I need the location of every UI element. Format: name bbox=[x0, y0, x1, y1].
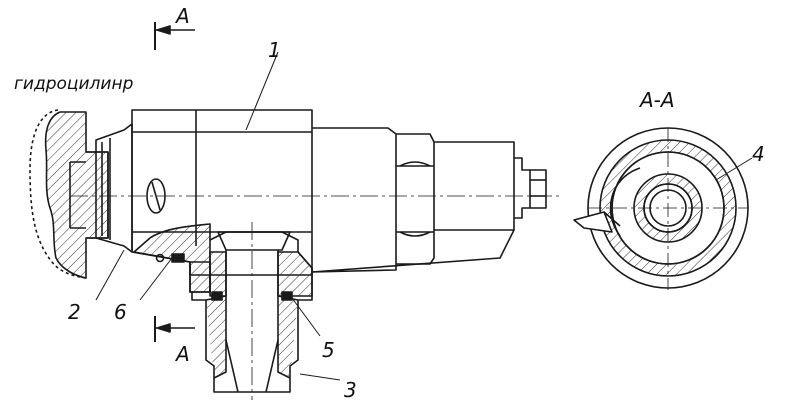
part-number-5: 5 bbox=[322, 338, 335, 362]
cylinder-label: гидроцилинр bbox=[14, 74, 134, 94]
leader-6 bbox=[139, 257, 173, 301]
leader-5 bbox=[291, 297, 321, 337]
part-number-1: 1 bbox=[268, 38, 281, 62]
hydraulic-cylinder bbox=[29, 109, 109, 279]
nose-thread bbox=[95, 123, 133, 253]
section-view-title: A-A bbox=[640, 88, 675, 112]
section-label-bottom: A bbox=[176, 342, 190, 366]
part-number-4: 4 bbox=[752, 142, 765, 166]
leader-3 bbox=[299, 373, 341, 381]
section-label-top: A bbox=[176, 4, 190, 28]
part-number-2: 2 bbox=[68, 300, 81, 324]
section-mark-bottom bbox=[154, 316, 195, 342]
fitting bbox=[189, 231, 313, 393]
leader-2 bbox=[95, 249, 125, 301]
part-number-3: 3 bbox=[344, 378, 357, 402]
right-assembly bbox=[311, 127, 547, 273]
section-view-aa bbox=[573, 127, 753, 290]
leader-1 bbox=[245, 51, 279, 131]
section-mark-top bbox=[154, 22, 195, 50]
leader-4 bbox=[715, 157, 753, 181]
part-number-6: 6 bbox=[114, 300, 127, 324]
